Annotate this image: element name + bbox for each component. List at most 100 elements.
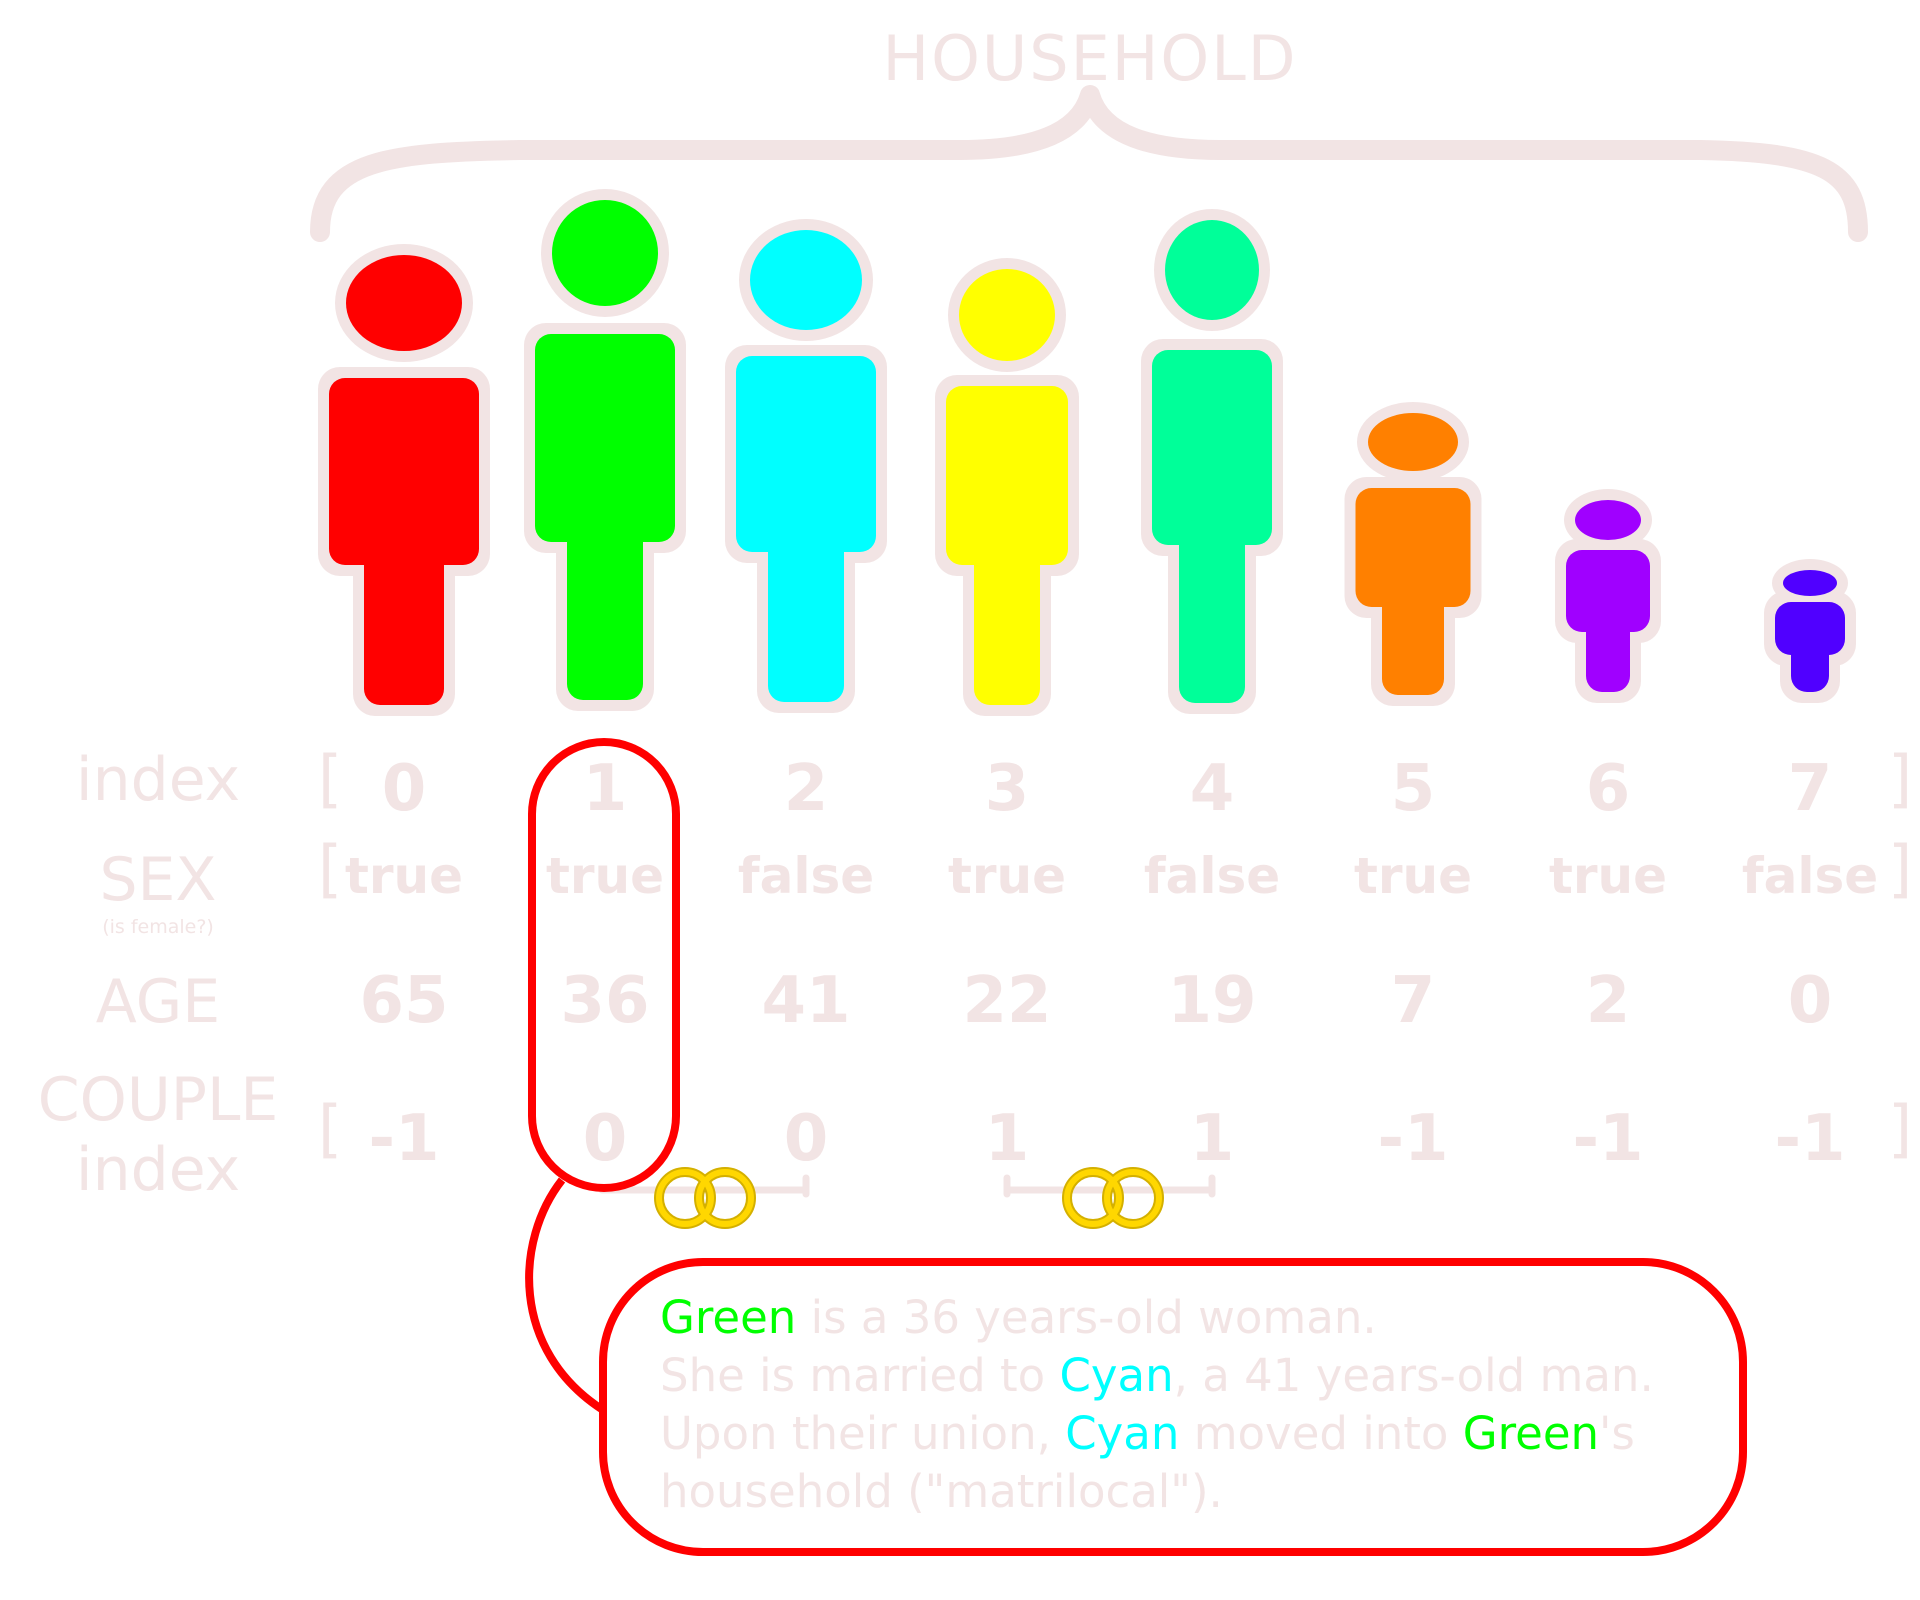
callout-line-4: household ("matrilocal"). — [660, 1465, 1223, 1518]
cell-age-6: 2 — [1586, 964, 1631, 1038]
callout-cyan-name: Cyan — [1060, 1349, 1174, 1402]
callout-line-3-pre: Upon their union, — [660, 1407, 1065, 1460]
callout-green-name: Green — [660, 1291, 796, 1344]
person-figure-6 — [1555, 489, 1661, 703]
wedding-rings-icon — [1062, 1167, 1164, 1229]
cell-age-5: 7 — [1391, 964, 1436, 1038]
callout-line-3: Upon their union, Cyan moved into Green'… — [660, 1407, 1635, 1460]
cell-couple-7: -1 — [1774, 1102, 1845, 1176]
person-head — [1575, 500, 1641, 540]
cell-index-1: 1 — [583, 752, 628, 826]
cell-sex-4: false — [1144, 847, 1280, 905]
callout-line-1-rest: is a 36 years-old woman. — [796, 1291, 1376, 1344]
person-figure-3 — [935, 258, 1079, 716]
cell-index-7: 7 — [1788, 752, 1833, 826]
bracket-close-couple: ] — [1888, 1092, 1912, 1165]
cell-age-2: 41 — [761, 964, 850, 1038]
bracket-close-index: ] — [1888, 742, 1912, 815]
cell-index-0: 0 — [382, 752, 427, 826]
cell-age-1: 36 — [560, 964, 649, 1038]
person-figure-2 — [725, 219, 887, 713]
cell-age-7: 0 — [1788, 964, 1833, 1038]
callout-connector — [525, 1177, 606, 1414]
label-index: index — [76, 745, 240, 815]
cell-index-5: 5 — [1391, 752, 1436, 826]
callout-box — [599, 1258, 1747, 1556]
person-head — [552, 200, 658, 306]
callout-text: Green is a 36 years-old woman. She is ma… — [660, 1291, 1654, 1518]
cell-couple-6: -1 — [1572, 1102, 1643, 1176]
label-sex-note: (is female?) — [102, 916, 214, 938]
person-head — [750, 230, 862, 330]
person-legs — [1179, 520, 1245, 703]
cell-sex-2: false — [738, 847, 874, 905]
household-table: 0 1 2 3 4 5 6 7 true true false true false true true fa… — [345, 752, 1878, 1176]
label-couple-line1: COUPLE — [38, 1065, 279, 1135]
cell-couple-5: -1 — [1377, 1102, 1448, 1176]
cell-couple-2: 0 — [784, 1102, 829, 1176]
person-figure-0 — [318, 244, 490, 716]
household-brace — [310, 85, 1868, 242]
cell-couple-1: 0 — [583, 1102, 628, 1176]
cell-age-4: 19 — [1167, 964, 1256, 1038]
bracket-open-sex: [ — [318, 832, 342, 905]
highlight-person-1 — [528, 738, 680, 1192]
bracket-open-couple: [ — [318, 1092, 342, 1165]
callout-line-3-post: 's — [1599, 1407, 1635, 1460]
person-torso — [1152, 350, 1272, 545]
person-legs — [1791, 630, 1829, 692]
person-figure-7 — [1764, 559, 1856, 703]
person-legs — [768, 527, 844, 702]
callout-line-3-mid: moved into — [1179, 1407, 1462, 1460]
cell-index-2: 2 — [784, 752, 829, 826]
callout-green-name: Green — [1463, 1407, 1599, 1460]
cell-age-0: 65 — [359, 964, 448, 1038]
callout-line-2-rest: , a 41 years-old man. — [1174, 1349, 1654, 1402]
callout-cyan-name: Cyan — [1065, 1407, 1179, 1460]
cell-sex-6: true — [1549, 847, 1667, 905]
person-head — [959, 269, 1055, 361]
callout-line-2-pre: She is married to — [660, 1349, 1060, 1402]
person-head — [346, 255, 462, 351]
person-legs — [1586, 607, 1630, 692]
person-head — [1165, 220, 1259, 320]
label-sex: SEX — [99, 845, 216, 915]
cell-sex-5: true — [1354, 847, 1472, 905]
label-age: AGE — [96, 967, 220, 1037]
household-title: HOUSEHOLD — [882, 22, 1297, 95]
person-legs — [364, 540, 444, 705]
person-torso — [1566, 550, 1650, 632]
cell-couple-0: -1 — [368, 1102, 439, 1176]
person-figure-5 — [1344, 402, 1482, 706]
person-legs — [1382, 582, 1444, 695]
person-torso — [736, 356, 876, 552]
person-torso — [535, 334, 675, 542]
person-torso — [329, 378, 479, 565]
person-torso — [1355, 488, 1471, 607]
callout-line-2: She is married to Cyan, a 41 years-old m… — [660, 1349, 1654, 1402]
person-figure-4 — [1141, 209, 1283, 714]
cell-couple-3: 1 — [985, 1102, 1030, 1176]
person-legs — [567, 517, 643, 700]
cell-index-4: 4 — [1190, 752, 1235, 826]
label-couple-line2: index — [76, 1135, 240, 1205]
cell-sex-0: true — [345, 847, 463, 905]
cell-age-3: 22 — [962, 964, 1051, 1038]
person-torso — [946, 386, 1068, 565]
callout-line-1: Green is a 36 years-old woman. — [660, 1291, 1377, 1344]
cell-sex-7: false — [1742, 847, 1878, 905]
wedding-rings-icon — [654, 1167, 756, 1229]
person-head — [1783, 570, 1837, 596]
person-figure-1 — [524, 189, 686, 711]
cell-index-3: 3 — [985, 752, 1030, 826]
person-figures — [318, 189, 1856, 716]
cell-sex-3: true — [948, 847, 1066, 905]
cell-couple-4: 1 — [1190, 1102, 1235, 1176]
cell-index-6: 6 — [1586, 752, 1631, 826]
cell-sex-1: true — [546, 847, 664, 905]
person-head — [1368, 413, 1458, 471]
person-legs — [974, 540, 1040, 705]
bracket-open-index: [ — [318, 742, 342, 815]
bracket-close-sex: ] — [1888, 832, 1912, 905]
